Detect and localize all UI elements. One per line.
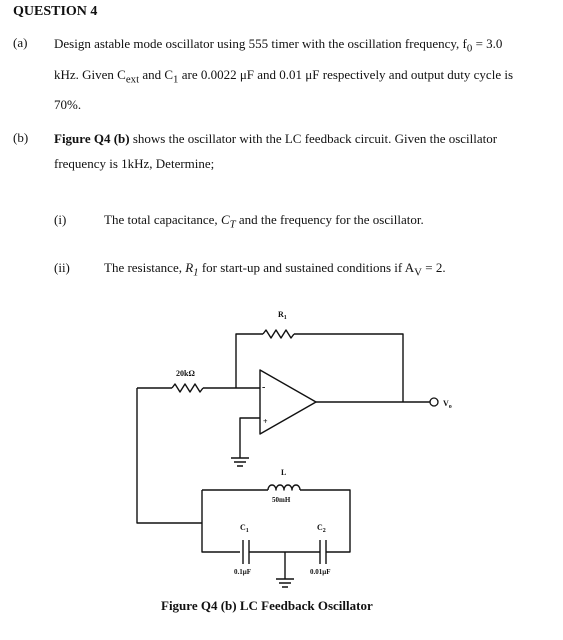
wire-tank-top-right	[300, 489, 351, 553]
label-vo: Vo	[443, 399, 452, 410]
ground-symbol-tank	[276, 578, 294, 588]
sub-item-ii-label: (ii)	[54, 260, 70, 275]
sub-item-i-text: The total capacitance, CT and the freque…	[104, 212, 424, 231]
label-r1: R1	[278, 310, 287, 321]
question-title: QUESTION 4	[13, 4, 98, 19]
part-a-label: (a)	[13, 35, 28, 50]
label-20k: 20kΩ	[176, 369, 195, 378]
wire-left-vertical	[136, 388, 202, 524]
label-opamp-minus: -	[262, 382, 265, 393]
capacitor-c2	[319, 540, 327, 564]
sub-item-ii-text: The resistance, R1 for start-up and sust…	[104, 260, 446, 279]
part-a-text: Design astable mode oscillator using 555…	[54, 31, 554, 117]
resistor-r1	[262, 329, 295, 339]
part-a-line-1: Design astable mode oscillator using 555…	[54, 36, 503, 55]
label-c2-value: 0.01μF	[310, 568, 331, 576]
figure-reference: Figure Q4 (b)	[54, 131, 130, 146]
inductor-l	[267, 484, 301, 491]
label-50mh: 50mH	[272, 496, 291, 504]
lc-oscillator-circuit: R1 20kΩ - + Vo L 50mH C1 C2 0.1μF 0.01μF	[136, 310, 452, 588]
figure-caption: Figure Q4 (b) LC Feedback Oscillator	[161, 598, 373, 613]
label-opamp-plus: +	[263, 417, 268, 426]
output-terminal	[429, 397, 439, 407]
label-c1: C1	[240, 523, 249, 534]
part-b-line-2: frequency is 1kHz, Determine;	[54, 156, 215, 171]
wire-noninverting	[239, 417, 260, 458]
wire-feedback-left	[235, 333, 263, 388]
part-a-line-3: 70%.	[54, 97, 82, 113]
resistor-20k	[171, 383, 204, 393]
part-b-label: (b)	[13, 130, 29, 145]
label-c1-value: 0.1μF	[234, 568, 251, 576]
capacitor-c1	[242, 540, 250, 564]
label-l: L	[281, 468, 286, 477]
wire-tank-left	[201, 490, 240, 553]
part-b-line-1: Figure Q4 (b) shows the oscillator with …	[54, 131, 498, 146]
part-a-line-2: kHz. Given Cext and C1 are 0.0022 μF and…	[54, 66, 514, 86]
ground-symbol-opamp	[231, 457, 249, 467]
op-amp	[259, 369, 317, 435]
wire-feedback-right	[294, 333, 404, 402]
part-b-text: Figure Q4 (b) shows the oscillator with …	[54, 126, 554, 176]
label-c2: C2	[317, 523, 326, 534]
sub-item-i-label: (i)	[54, 212, 67, 227]
